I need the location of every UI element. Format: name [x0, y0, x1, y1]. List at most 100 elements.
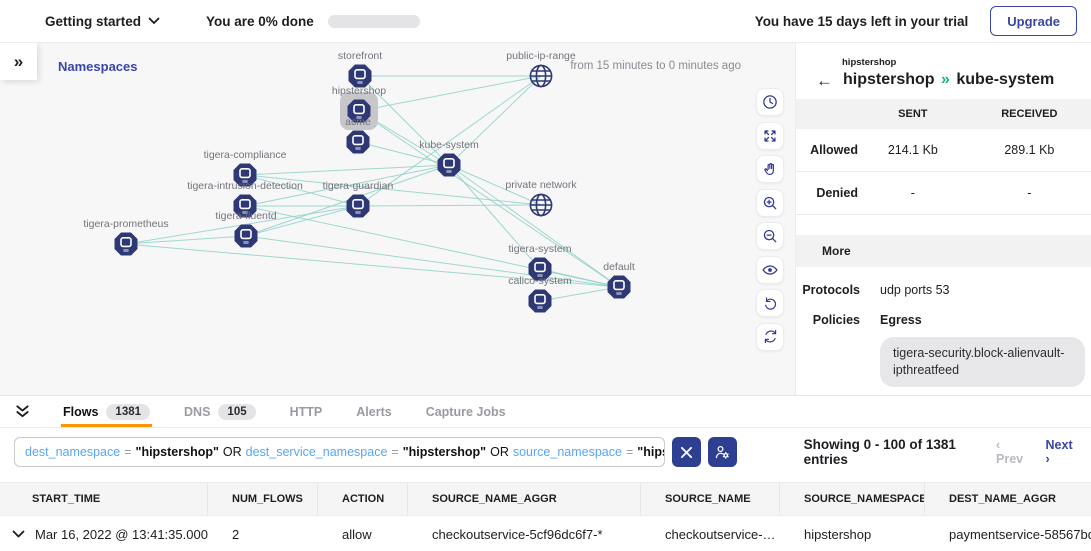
- col-start-time[interactable]: START_TIME: [0, 483, 208, 515]
- prev-page-button[interactable]: ‹ Prev: [996, 438, 1024, 466]
- graph-node-tigera-system[interactable]: tigera-system: [508, 243, 572, 282]
- flow-arrow-icon: »: [941, 71, 950, 88]
- graph-node-label: tigera-compliance: [203, 149, 287, 161]
- table-row: Allowed 214.1 Kb 289.1 Kb: [796, 129, 1091, 172]
- user-settings-button[interactable]: [707, 437, 737, 467]
- pagination-summary: Showing 0 - 100 of 1381 entries: [803, 437, 956, 467]
- graph-node-private-network[interactable]: private network: [505, 179, 577, 218]
- graph-node-kube-system[interactable]: kube-system: [419, 139, 479, 178]
- pan-button[interactable]: [756, 155, 784, 183]
- sidebar-expand-button[interactable]: »: [0, 43, 37, 80]
- policy-pill[interactable]: tigera-security.block-alienvault-ipthrea…: [880, 337, 1085, 387]
- visibility-button[interactable]: [756, 255, 784, 284]
- col-sent: SENT: [858, 99, 968, 129]
- graph-node-label: acme: [345, 116, 371, 128]
- graph-view-title: Namespaces: [58, 59, 138, 74]
- graph-node-label: kube-system: [419, 139, 479, 151]
- progress-bar: [327, 14, 420, 28]
- expand-row-icon[interactable]: [12, 530, 25, 539]
- undo-icon: [764, 296, 776, 310]
- graph-node-hipstershop[interactable]: hipstershop: [332, 85, 386, 130]
- flows-table-header: START_TIME NUM_FLOWS ACTION SOURCE_NAME_…: [0, 482, 1091, 516]
- graph-node-tigera-compliance[interactable]: tigera-compliance: [204, 149, 286, 188]
- col-source-name-aggr[interactable]: SOURCE_NAME_AGGR: [408, 483, 641, 515]
- col-source-namespace[interactable]: SOURCE_NAMESPACE: [780, 483, 925, 515]
- more-section-header: More: [796, 235, 1091, 267]
- time-range-button[interactable]: [756, 88, 784, 116]
- graph-node-label: public-ip-range: [506, 50, 576, 62]
- table-row[interactable]: Mar 16, 2022 @ 13:41:35.000 2 allow chec…: [0, 516, 1091, 551]
- edge-details-panel: hipstershop ← hipstershop » kube-system …: [795, 43, 1091, 395]
- undo-button[interactable]: [756, 289, 784, 317]
- panel-source: hipstershop: [843, 71, 935, 88]
- graph-node-tigera-prometheus[interactable]: tigera-prometheus: [83, 218, 169, 257]
- zoom-in-button[interactable]: [756, 188, 784, 217]
- upgrade-button[interactable]: Upgrade: [990, 6, 1077, 36]
- service-graph: » Namespaces from 15 minutes to 0 minute…: [0, 43, 795, 395]
- graph-node-default[interactable]: default: [603, 261, 635, 300]
- col-action[interactable]: ACTION: [318, 483, 408, 515]
- zoom-in-icon: [763, 196, 777, 209]
- tab-http[interactable]: HTTP: [289, 404, 323, 419]
- graph-node-public-ip-range[interactable]: public-ip-range: [506, 50, 576, 89]
- col-num-flows[interactable]: NUM_FLOWS: [208, 483, 318, 515]
- panel-eyebrow: hipstershop: [842, 57, 897, 68]
- trial-countdown: You have 15 days left in your trial: [754, 13, 969, 29]
- pager: ‹ Prev Next ›: [996, 438, 1077, 466]
- graph-node-label: tigera-intrusion-detection: [187, 180, 303, 192]
- graph-node-label: calico-system: [508, 275, 572, 287]
- graph-toolbar: [756, 88, 784, 351]
- graph-node-label: private network: [505, 179, 577, 191]
- col-source-name[interactable]: SOURCE_NAME: [641, 483, 780, 515]
- next-page-button[interactable]: Next ›: [1045, 438, 1073, 466]
- policy-pill-list: tigera-security.block-alienvault-ipthrea…: [880, 337, 1091, 395]
- tab-alerts[interactable]: Alerts: [356, 404, 392, 419]
- graph-node-label: tigera-system: [508, 243, 572, 255]
- graph-node-tigera-guardian[interactable]: tigera-guardian: [323, 180, 393, 219]
- collapse-panel-button[interactable]: [14, 404, 31, 419]
- traffic-stats-table: SENT RECEIVED Allowed 214.1 Kb 289.1 Kb …: [796, 99, 1091, 215]
- graph-node-tigera-fluentd[interactable]: tigera-fluentd: [215, 210, 277, 249]
- close-icon: [681, 446, 693, 458]
- eye-icon: [762, 264, 778, 275]
- col-received: RECEIVED: [967, 99, 1091, 129]
- graph-node-acme[interactable]: acme: [345, 116, 371, 155]
- graph-node-label: storefront: [337, 50, 383, 62]
- graph-node-label: tigera-guardian: [322, 180, 394, 192]
- flows-table: START_TIME NUM_FLOWS ACTION SOURCE_NAME_…: [0, 482, 1091, 551]
- getting-started-label: Getting started: [45, 13, 142, 29]
- policies-row: Policies Egress: [812, 313, 922, 327]
- pan-hand-icon: [763, 162, 774, 175]
- refresh-button[interactable]: [756, 322, 784, 351]
- protocols-row: Protocols udp ports 53: [802, 283, 950, 297]
- graph-node-calico-system[interactable]: calico-system: [508, 275, 572, 314]
- col-dest-name-aggr[interactable]: DEST_NAME_AGGR: [949, 493, 1056, 505]
- graph-node-storefront[interactable]: storefront: [338, 50, 382, 89]
- zoom-out-icon: [763, 229, 777, 243]
- flows-count-badge: 1381: [106, 403, 151, 420]
- zoom-out-button[interactable]: [756, 222, 784, 250]
- clear-query-button[interactable]: [672, 437, 701, 467]
- fit-view-button[interactable]: [756, 121, 784, 150]
- graph-node-label: hipstershop: [331, 85, 387, 97]
- double-chevron-down-icon: [16, 405, 29, 418]
- top-bar: Getting started You are 0% done You have…: [0, 0, 1091, 42]
- tab-capture-jobs[interactable]: Capture Jobs: [425, 404, 506, 419]
- table-row: Denied - -: [796, 171, 1091, 215]
- graph-node-label: tigera-fluentd: [215, 210, 277, 222]
- clock-icon: [763, 95, 777, 109]
- user-gear-icon: [716, 445, 729, 459]
- refresh-icon: [764, 329, 776, 344]
- dns-count-badge: 105: [218, 403, 256, 420]
- time-range-label: from 15 minutes to 0 minutes ago: [570, 60, 741, 72]
- flow-query-input[interactable]: dest_namespace = "hipstershop" OR dest_s…: [14, 437, 666, 467]
- filter-row: dest_namespace = "hipstershop" OR dest_s…: [0, 428, 1091, 476]
- graph-node-tigera-intrusion-detection[interactable]: tigera-intrusion-detection: [187, 180, 303, 219]
- getting-started-menu[interactable]: Getting started: [45, 14, 160, 29]
- fit-view-icon: [764, 129, 776, 142]
- back-arrow-icon[interactable]: ←: [816, 70, 833, 90]
